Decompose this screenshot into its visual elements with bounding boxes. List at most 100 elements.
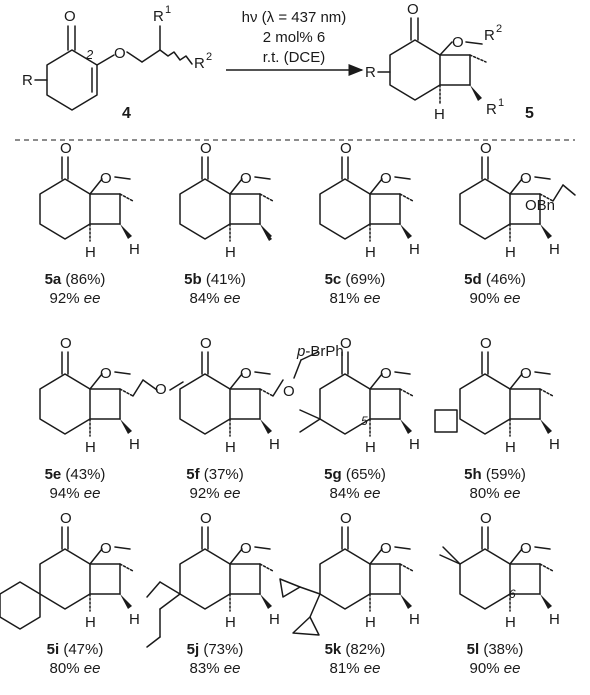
oxo-o: O [480, 140, 492, 157]
entry-yield: (38%) [479, 641, 524, 658]
condition-light: hν (λ = 437 nm) [242, 9, 347, 26]
h-bridge: H [129, 611, 140, 628]
h-ring: H [365, 244, 376, 261]
oxo-o: O [200, 335, 212, 352]
entry-id: 5b [184, 271, 202, 288]
h-bridge: H [409, 611, 420, 628]
entry-yield: (73%) [199, 641, 244, 658]
entry-5g-position: 5 [361, 414, 368, 428]
entry-id: 5i [46, 641, 60, 658]
ee-word: ee [223, 290, 241, 307]
h-ring: H [505, 244, 516, 261]
entry-yield: (69%) [341, 271, 386, 288]
substrate-structure [34, 25, 193, 111]
h-ring: H [225, 614, 236, 631]
h-bridge: H [549, 241, 560, 258]
oxo-o: O [340, 140, 352, 157]
product-h: H [434, 106, 445, 123]
entry-ee: 80% [469, 485, 504, 502]
h-ring: H [505, 439, 516, 456]
caption-5c: 5c (69%)81% ee [280, 270, 430, 308]
ee-word: ee [503, 290, 521, 307]
entry-ee: 92% [49, 290, 84, 307]
ee-word: ee [83, 660, 101, 677]
entry-yield: (41%) [201, 271, 246, 288]
oxo-o: O [60, 335, 72, 352]
entry-id: 5a [44, 271, 62, 288]
caption-5e: 5e (43%)94% ee [0, 465, 150, 503]
h-ring: H [365, 439, 376, 456]
ether-o: O [520, 365, 532, 382]
entry-5d-substituent: OBn [525, 197, 555, 214]
h-ring: H [225, 439, 236, 456]
entry-id: 5l [466, 641, 480, 658]
entry-ee: 81% [329, 660, 364, 677]
oxo-o: O [60, 510, 72, 527]
h-bridge: H [129, 436, 140, 453]
substrate-r2-sup: 2 [206, 51, 212, 63]
ether-o: O [240, 170, 252, 187]
entry-ee: 84% [329, 485, 364, 502]
ee-word: ee [223, 485, 241, 502]
substrate-ether-o: O [114, 45, 126, 62]
substrate-r2: R [194, 55, 205, 72]
ether-o: O [100, 540, 112, 557]
h-ring: H [365, 614, 376, 631]
caption-5b: 5b (41%) 84% ee [140, 270, 290, 308]
caption-5l: 5l (38%)90% ee [420, 640, 570, 678]
caption-5a: 5a (86%)92% ee [0, 270, 150, 308]
ee-word: ee [363, 485, 381, 502]
entry-5l-position: 6 [509, 587, 516, 601]
entry-id: 5f [186, 466, 200, 483]
substrate-label: 4 [122, 105, 131, 122]
entry-yield: (46%) [481, 271, 526, 288]
h-bridge: H [129, 241, 140, 258]
caption-5h: 5h (59%)80% ee [420, 465, 570, 503]
caption-5j: 5j (73%) 83% ee [140, 640, 290, 678]
substrate-r1-sup: 1 [165, 4, 171, 16]
ether-o: O [380, 540, 392, 557]
entry-id: 5e [44, 466, 62, 483]
ether-o: O [520, 540, 532, 557]
entry-yield: (37%) [199, 466, 244, 483]
h-ring: H [225, 244, 236, 261]
entry-ee: 83% [189, 660, 224, 677]
product-r2-sup: 2 [496, 23, 502, 35]
entry-id: 5j [186, 641, 200, 658]
entry-ee: 84% [189, 290, 224, 307]
caption-5g: 5g (65%)84% ee [280, 465, 430, 503]
caption-5d: 5d (46%)90% ee [420, 270, 570, 308]
ee-word: ee [223, 660, 241, 677]
entry-id: 5d [464, 271, 482, 288]
structure-5b: OOH [179, 140, 274, 261]
oxo-o: O [480, 335, 492, 352]
substrate-position-label: 2 [85, 47, 94, 62]
ether-o: O [100, 170, 112, 187]
product-ether-o: O [452, 34, 464, 51]
entry-id: 5k [324, 641, 342, 658]
ether-o: O [380, 365, 392, 382]
ether-o2: O [283, 383, 295, 400]
oxo-o: O [340, 335, 352, 352]
ee-word: ee [363, 660, 381, 677]
product-label: 5 [525, 105, 534, 122]
substrate-r1: R [153, 8, 164, 25]
h-ring: H [505, 614, 516, 631]
ee-word: ee [83, 290, 101, 307]
entry-ee: 81% [329, 290, 364, 307]
ee-word: ee [503, 660, 521, 677]
h-bridge: H [269, 436, 280, 453]
h-bridge: H [549, 611, 560, 628]
h-bridge: H [409, 241, 420, 258]
product-oxo-o: O [407, 1, 419, 18]
